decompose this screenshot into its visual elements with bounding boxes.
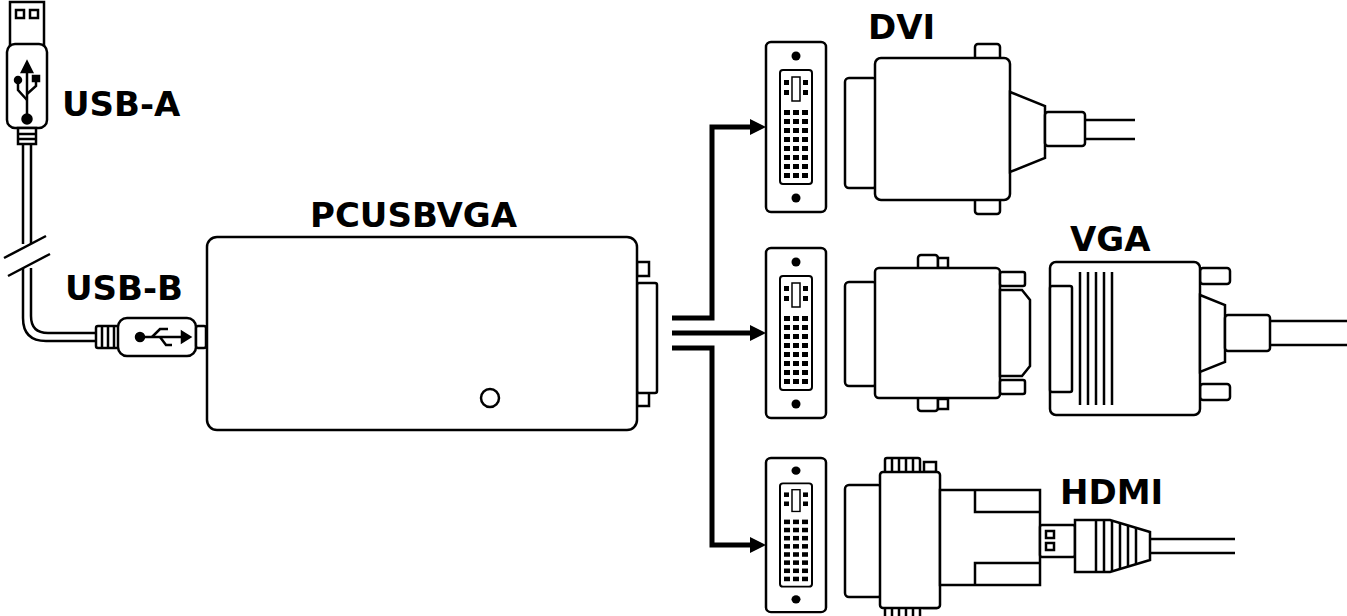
signal-arrow	[672, 348, 750, 545]
vga-plug	[1050, 262, 1347, 415]
device-name: DVI	[868, 10, 935, 44]
vga-adapter	[845, 255, 1030, 411]
dvi-node: DVI	[765, 10, 1145, 215]
connector-label: USB-B	[65, 271, 183, 305]
signal-arrow	[672, 331, 750, 336]
hdmi-adapter	[845, 458, 1040, 616]
vga-node: VGA	[765, 220, 1345, 415]
usb-cable	[4, 2, 206, 356]
hdmi-node: HDMI	[765, 455, 1240, 613]
adapter-box	[207, 237, 657, 430]
hdmi-plug	[1040, 520, 1235, 572]
device-name: VGA	[1070, 222, 1151, 256]
adapter-node: PCUSBVGA	[207, 195, 672, 432]
dvi-plug	[845, 44, 1135, 214]
signal-arrow	[672, 127, 750, 318]
connector-label: USB-A	[62, 87, 180, 121]
dvi-socket	[766, 42, 826, 612]
device-name: HDMI	[1060, 475, 1163, 509]
device-name: PCUSBVGA	[310, 198, 517, 232]
